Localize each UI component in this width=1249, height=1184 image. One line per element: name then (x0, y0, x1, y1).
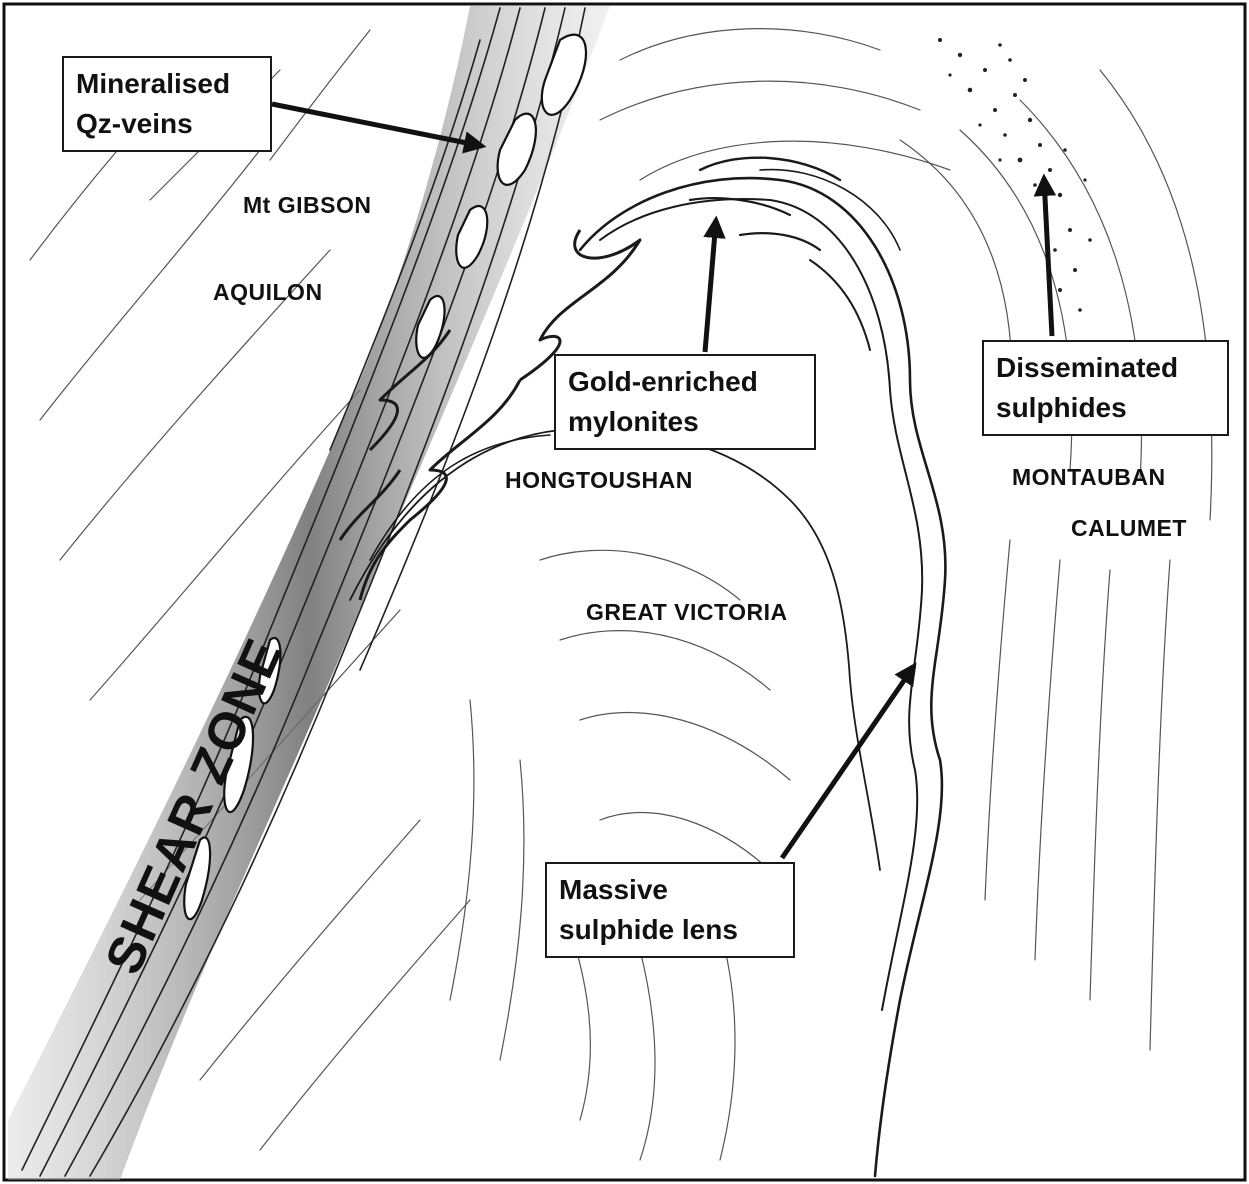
callout-line: Massive (559, 870, 781, 910)
disseminated-sulphides (938, 38, 1092, 312)
label-montauban: MONTAUBAN (1012, 464, 1166, 491)
callout-line: Gold-enriched (568, 362, 802, 402)
frame-border (4, 4, 1245, 1180)
callout-line: Mineralised (76, 64, 258, 104)
callout-line: Disseminated (996, 348, 1215, 388)
arrow-to-mylonites (705, 220, 716, 352)
callout-line: sulphide lens (559, 910, 781, 950)
foliation-traces (30, 29, 1212, 1160)
label-aquilon: AQUILON (213, 279, 323, 306)
callout-line: Qz-veins (76, 104, 258, 144)
callout-disseminated-sulphides: Disseminated sulphides (982, 340, 1229, 436)
arrow-to-massive-lens (782, 666, 914, 858)
label-great-victoria: GREAT VICTORIA (586, 599, 788, 626)
callout-mineralised-veins: Mineralised Qz-veins (62, 56, 272, 152)
label-hongtoushan: HONGTOUSHAN (505, 467, 693, 494)
callout-line: mylonites (568, 402, 802, 442)
callout-gold-mylonites: Gold-enriched mylonites (554, 354, 816, 450)
callout-massive-sulphide-lens: Massive sulphide lens (545, 862, 795, 958)
label-calumet: CALUMET (1071, 515, 1187, 542)
callout-line: sulphides (996, 388, 1215, 428)
label-mt-gibson: Mt GIBSON (243, 192, 371, 219)
